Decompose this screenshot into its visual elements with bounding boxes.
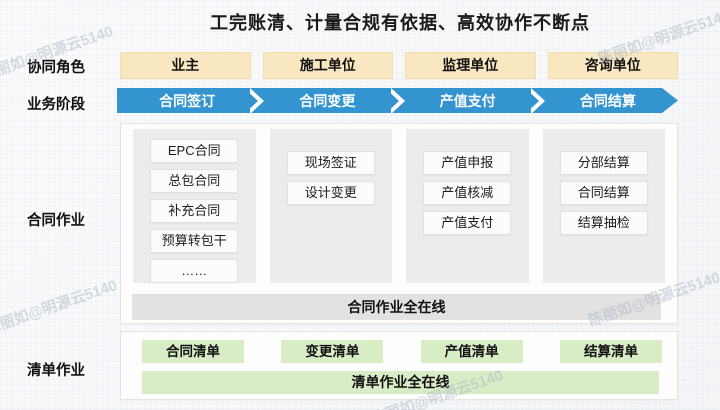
contract-item: 设计变更 (286, 181, 375, 205)
list-item-output: 产值清单 (420, 340, 523, 363)
role-box-construction-unit: 施工单位 (262, 52, 393, 79)
list-operations-panel: 合同清单 变更清单 产值清单 结算清单 清单作业全在线 (120, 331, 678, 400)
row-label-roles: 协同角色 (27, 60, 85, 76)
row-label-phases: 业务阶段 (27, 97, 85, 113)
role-box-consulting-unit: 咨询单位 (547, 52, 678, 79)
list-item-contract: 合同清单 (142, 340, 244, 363)
list-item-settlement: 结算清单 (559, 340, 662, 363)
phase-label: 产值支付 (439, 92, 496, 109)
contract-column-signing: EPC合同 总包合同 补充合同 预算转包干 …… (133, 129, 256, 283)
contract-column-payment: 产值申报 产值核减 产值支付 (406, 129, 529, 283)
phase-label: 合同变更 (299, 92, 356, 109)
role-box-supervision-unit: 监理单位 (405, 52, 536, 79)
row-label-lists: 清单作业 (27, 363, 85, 379)
contract-item-ellipsis: …… (150, 259, 239, 283)
contract-item: EPC合同 (150, 139, 239, 163)
phase-label: 合同结算 (579, 92, 636, 109)
watermark: 陈丽如@明源云5140 (0, 276, 120, 338)
contract-item: 分部结算 (559, 151, 648, 175)
page-title: 工完账清、计量合规有依据、高效协作不断点 (210, 13, 590, 33)
phase-contract-settlement: 合同结算 (538, 88, 678, 113)
contract-item: 产值核减 (423, 181, 512, 205)
contract-item: 产值支付 (423, 211, 512, 235)
list-online-bar: 清单作业全在线 (142, 371, 659, 394)
contract-online-bar: 合同作业全在线 (132, 294, 661, 320)
phase-contract-signing: 合同签订 (117, 88, 257, 113)
contract-operations-panel: EPC合同 总包合同 补充合同 预算转包干 …… 现场签证 设计变更 产值申报 … (120, 123, 678, 324)
contract-item: 补充合同 (150, 199, 239, 223)
contract-item: 结算抽检 (559, 211, 648, 235)
role-box-owner: 业主 (120, 52, 251, 79)
phase-label: 合同签订 (159, 92, 216, 109)
contract-column-settlement: 分部结算 合同结算 结算抽检 (542, 129, 665, 283)
row-label-contract: 合同作业 (27, 213, 85, 229)
contract-item: 总包合同 (150, 169, 239, 193)
contract-item: 合同结算 (559, 181, 648, 205)
contract-columns: EPC合同 总包合同 补充合同 预算转包干 …… 现场签证 设计变更 产值申报 … (133, 129, 665, 283)
contract-item: 现场签证 (286, 151, 375, 175)
roles-row: 业主 施工单位 监理单位 咨询单位 (120, 52, 678, 79)
contract-item: 产值申报 (423, 151, 512, 175)
phase-arrow-band: 合同签订 合同变更 产值支付 合同结算 (117, 88, 678, 113)
contract-item: 预算转包干 (150, 229, 239, 253)
phase-output-payment: 产值支付 (398, 88, 538, 113)
list-items-row: 合同清单 变更清单 产值清单 结算清单 (142, 340, 662, 363)
list-item-change: 变更清单 (281, 340, 384, 363)
phase-contract-change: 合同变更 (257, 88, 397, 113)
contract-column-change: 现场签证 设计变更 (269, 129, 392, 283)
